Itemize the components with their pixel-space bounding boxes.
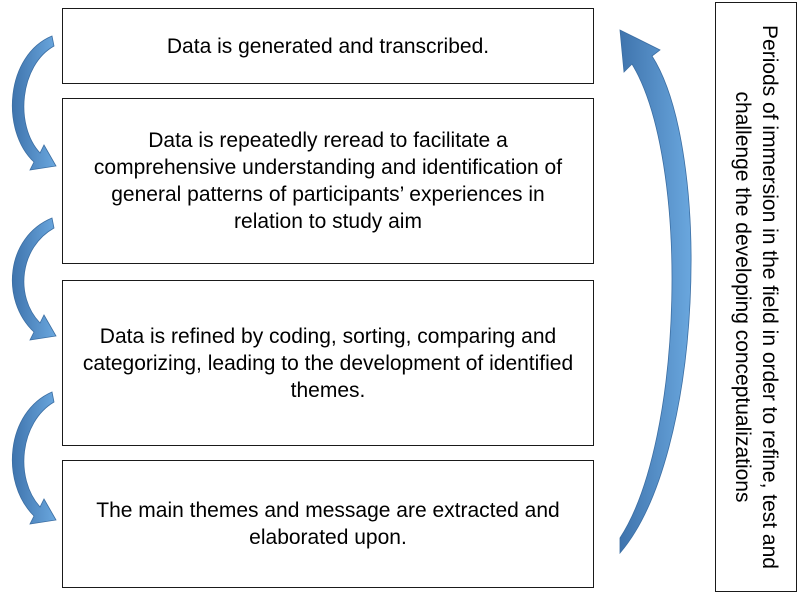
side-note-panel: Periods of immersion in the field in ord… (715, 2, 797, 592)
step-text: Data is repeatedly reread to facilitate … (93, 129, 563, 233)
step-box-extract-themes: The main themes and message are extracte… (62, 460, 594, 588)
step-text: Data is generated and transcribed. (166, 34, 490, 58)
side-note-text: Periods of immersion in the field in ord… (731, 25, 781, 569)
feedback-loop-arrow (619, 29, 692, 555)
step-text: The main themes and message are extracte… (96, 499, 560, 549)
step-box-reread: Data is repeatedly reread to facilitate … (62, 98, 594, 264)
curved-arrow-1-to-2 (11, 35, 57, 171)
curved-arrow-2-to-3 (12, 217, 57, 341)
step-box-refine-code: Data is refined by coding, sorting, comp… (62, 280, 594, 446)
step-text: Data is refined by coding, sorting, comp… (82, 324, 574, 402)
step-box-generate-transcribe: Data is generated and transcribed. (62, 8, 594, 84)
curved-arrow-3-to-4 (12, 391, 57, 525)
